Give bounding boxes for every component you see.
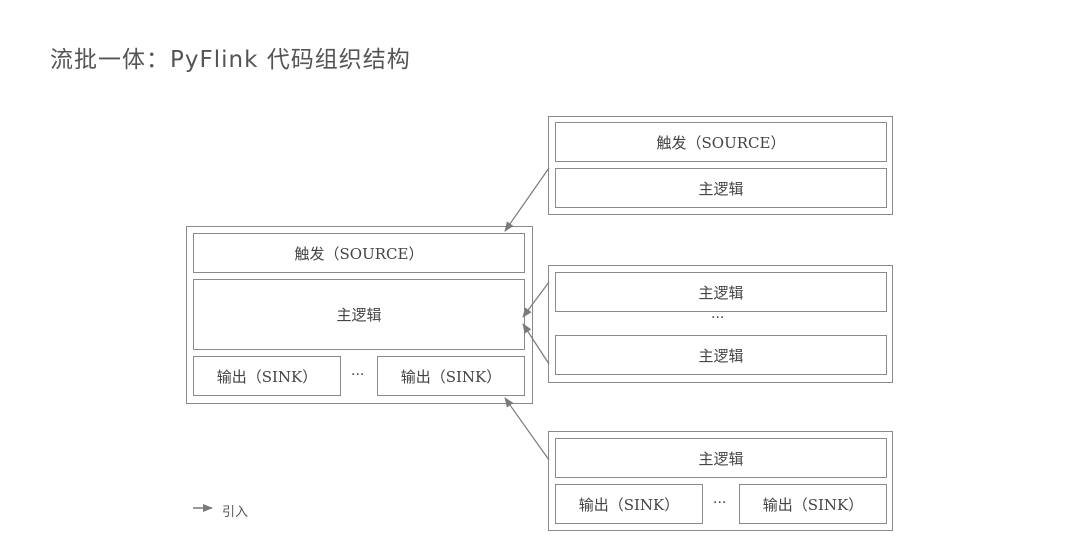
central-sink-box-1: 输出（SINK） — [193, 356, 341, 396]
arrow-bottom-module-to-central — [504, 397, 550, 461]
arrow-middle-first-to-central — [522, 281, 550, 318]
top-right-source-box: 触发（SOURCE） — [555, 122, 887, 162]
central-main-logic-box: 主逻辑 — [193, 279, 525, 350]
arrow-middle-second-to-central — [522, 323, 550, 365]
arrow-top-module-to-central — [504, 167, 550, 232]
bottom-right-main-logic-box: 主逻辑 — [555, 438, 887, 478]
middle-right-main-logic-box-1: 主逻辑 — [555, 272, 887, 312]
central-sink-ellipsis: ··· — [351, 367, 365, 383]
middle-right-main-logic-box-2: 主逻辑 — [555, 335, 887, 375]
page-title: 流批一体：PyFlink 代码组织结构 — [50, 47, 411, 73]
top-right-main-logic-box: 主逻辑 — [555, 168, 887, 208]
central-sink-box-2: 输出（SINK） — [377, 356, 525, 396]
middle-right-ellipsis: ··· — [711, 310, 725, 326]
bottom-right-sink-box-1: 输出（SINK） — [555, 484, 703, 524]
legend-label: 引入 — [222, 505, 249, 520]
central-source-box: 触发（SOURCE） — [193, 233, 525, 273]
bottom-right-sink-ellipsis: ··· — [713, 495, 727, 511]
bottom-right-sink-box-2: 输出（SINK） — [739, 484, 887, 524]
